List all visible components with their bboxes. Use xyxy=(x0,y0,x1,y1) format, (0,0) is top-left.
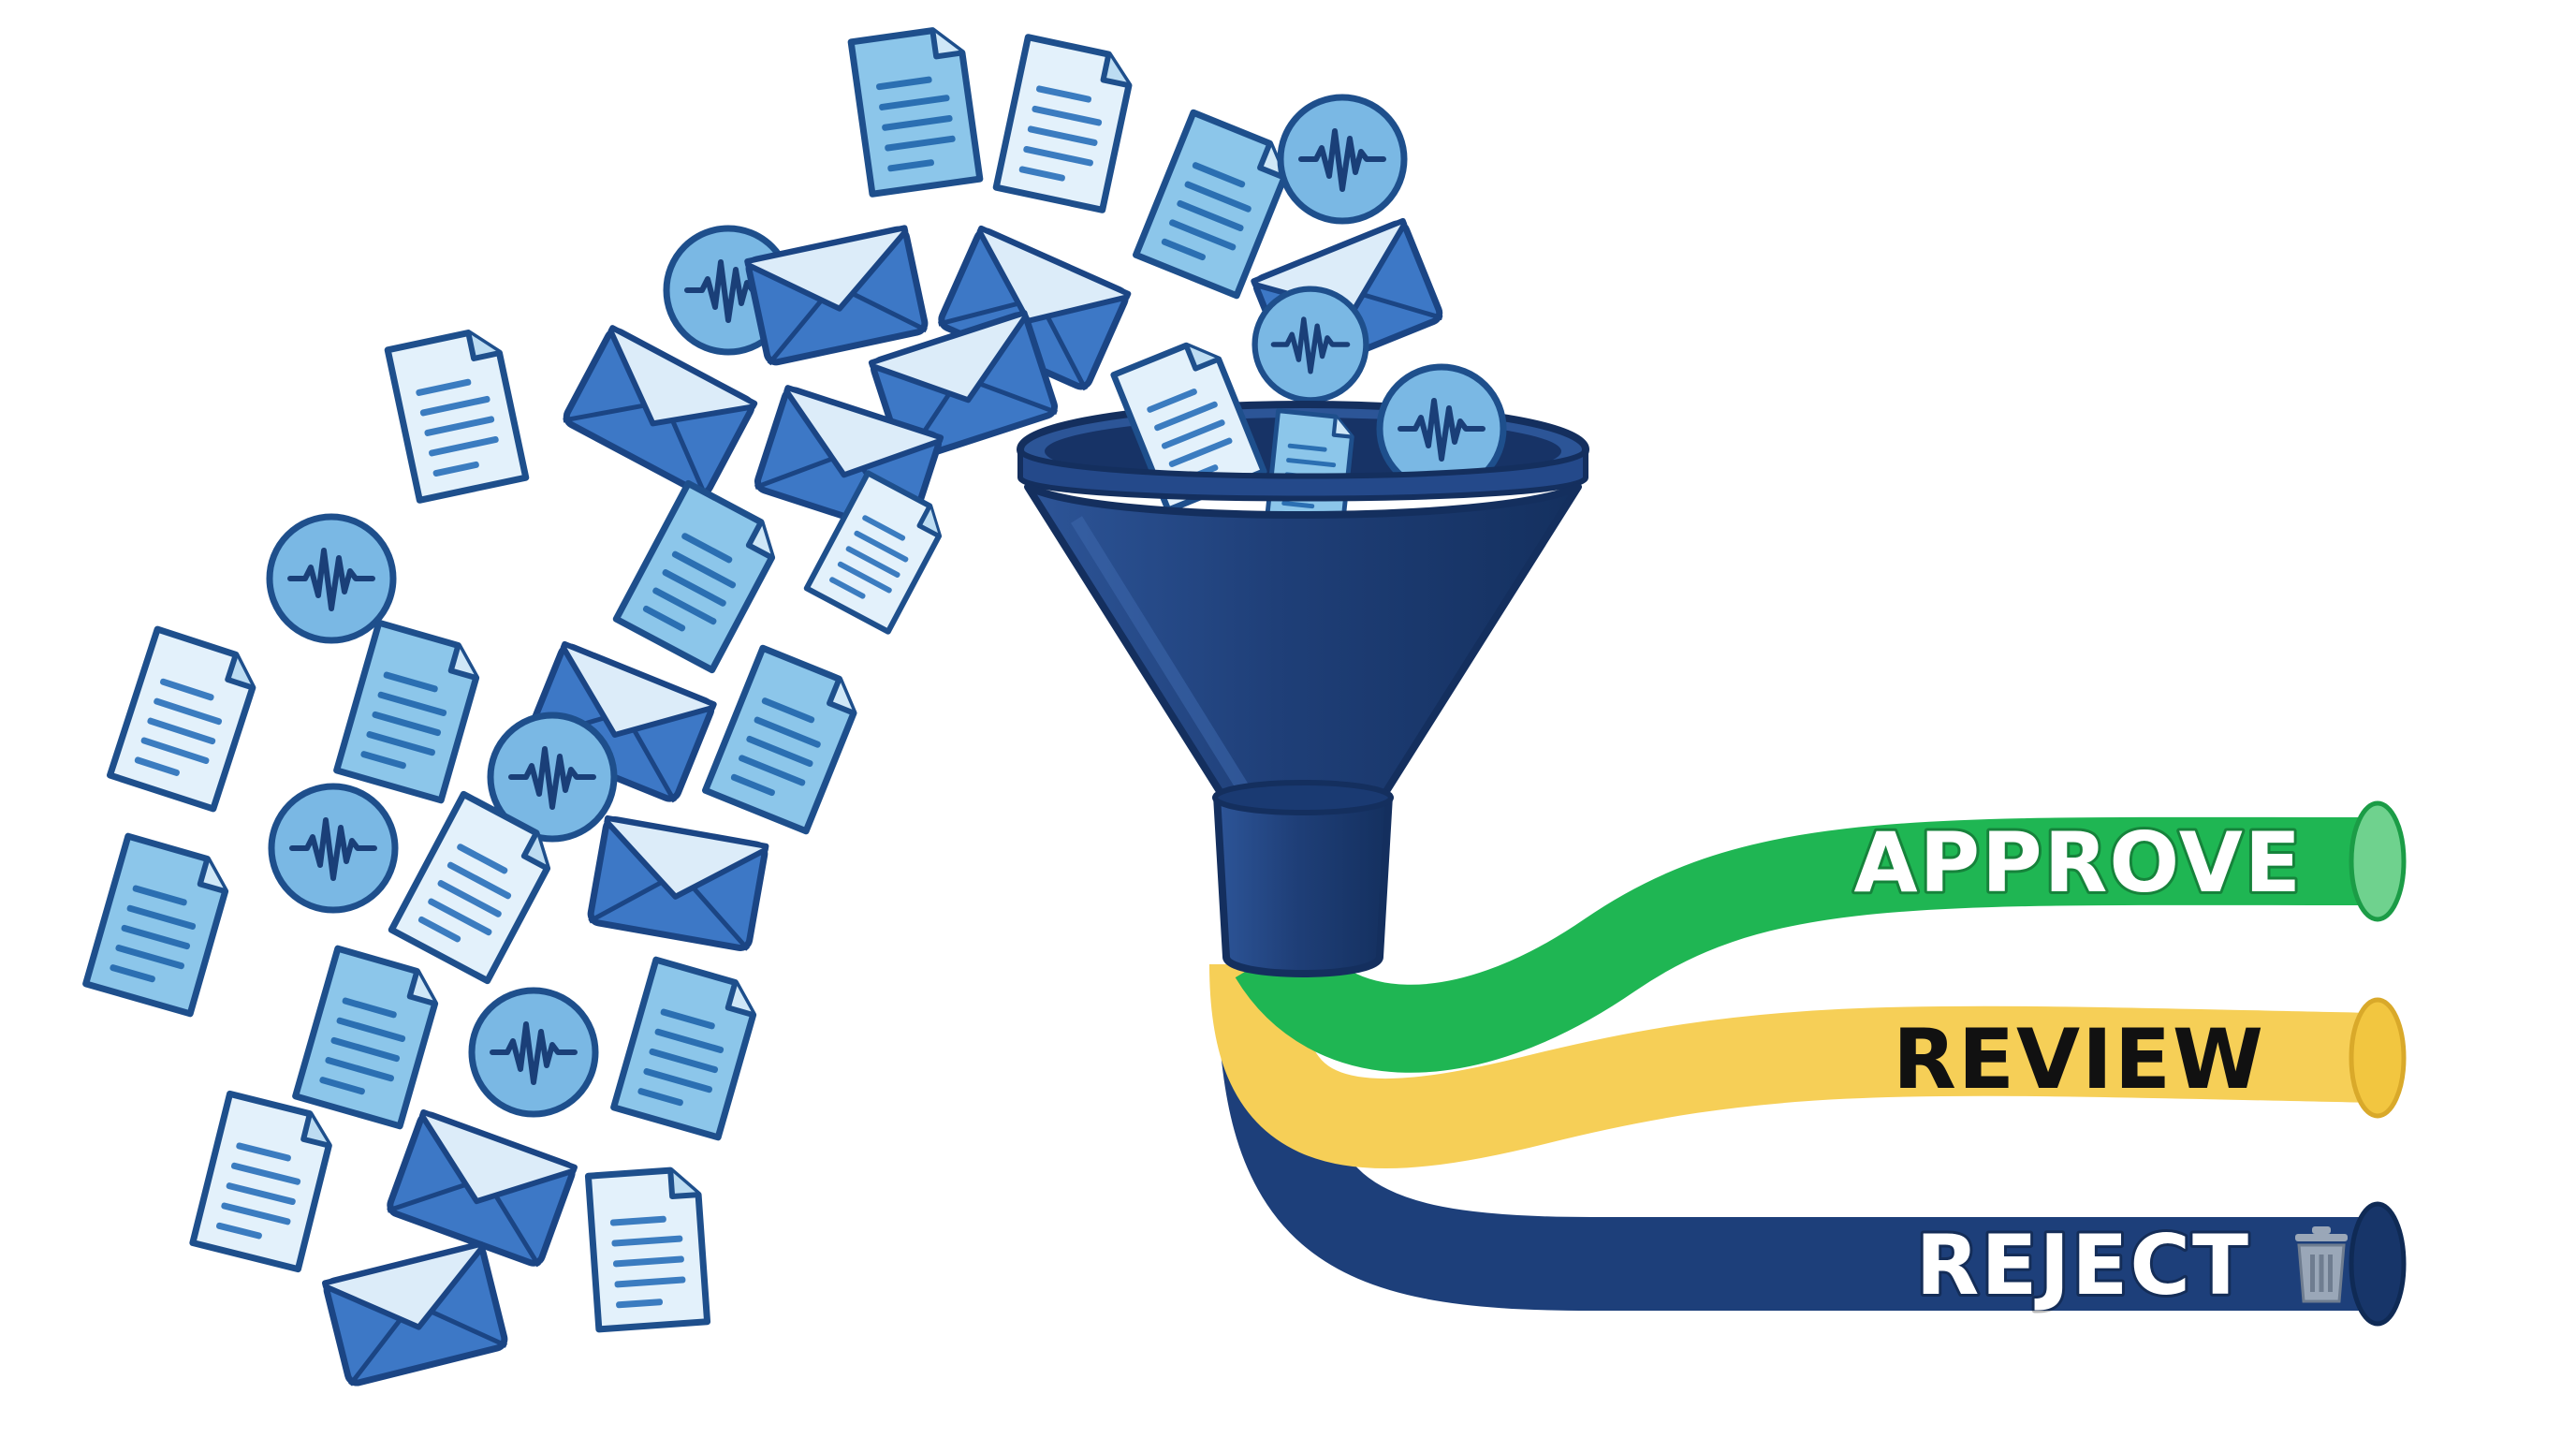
document-icon xyxy=(996,37,1134,211)
document-icon xyxy=(388,328,526,501)
approve-pipe-end xyxy=(2349,800,2407,922)
audio-waveform-icon xyxy=(1255,289,1367,401)
trash-icon xyxy=(2295,1226,2348,1303)
funnel-cone xyxy=(1024,483,1582,800)
document-icon xyxy=(337,623,484,800)
audio-waveform-icon xyxy=(270,517,393,640)
document-icon xyxy=(110,629,260,809)
review-pipe-end xyxy=(2349,997,2407,1119)
review-label: REVIEW xyxy=(1893,1011,2265,1108)
output-pipes xyxy=(1209,800,2407,1327)
document-icon xyxy=(588,1168,707,1329)
document-icon xyxy=(851,27,980,195)
document-icon xyxy=(296,948,443,1126)
document-icon xyxy=(193,1093,335,1269)
audio-waveform-icon xyxy=(271,786,395,910)
document-icon xyxy=(1136,112,1295,296)
document-icon xyxy=(614,960,761,1137)
output-labels: APPROVE REVIEW REJECT xyxy=(1851,812,2304,1316)
approve-pipe xyxy=(1235,816,2378,1073)
audio-waveform-icon xyxy=(472,990,595,1114)
document-icon xyxy=(1267,411,1354,526)
reject-label: REJECT xyxy=(1916,1217,2250,1313)
document-icon xyxy=(616,483,783,669)
email-icon xyxy=(325,1244,506,1385)
document-icon xyxy=(86,836,233,1014)
document-icon xyxy=(706,648,864,831)
funnel xyxy=(1017,336,1589,977)
reject-pipe-end xyxy=(2349,1201,2407,1327)
review-pipe xyxy=(1209,963,2378,1168)
funnel-spout xyxy=(1213,792,1393,977)
email-icon xyxy=(590,818,767,949)
audio-waveform-icon xyxy=(1281,97,1404,221)
approve-label: APPROVE xyxy=(1853,814,2303,911)
